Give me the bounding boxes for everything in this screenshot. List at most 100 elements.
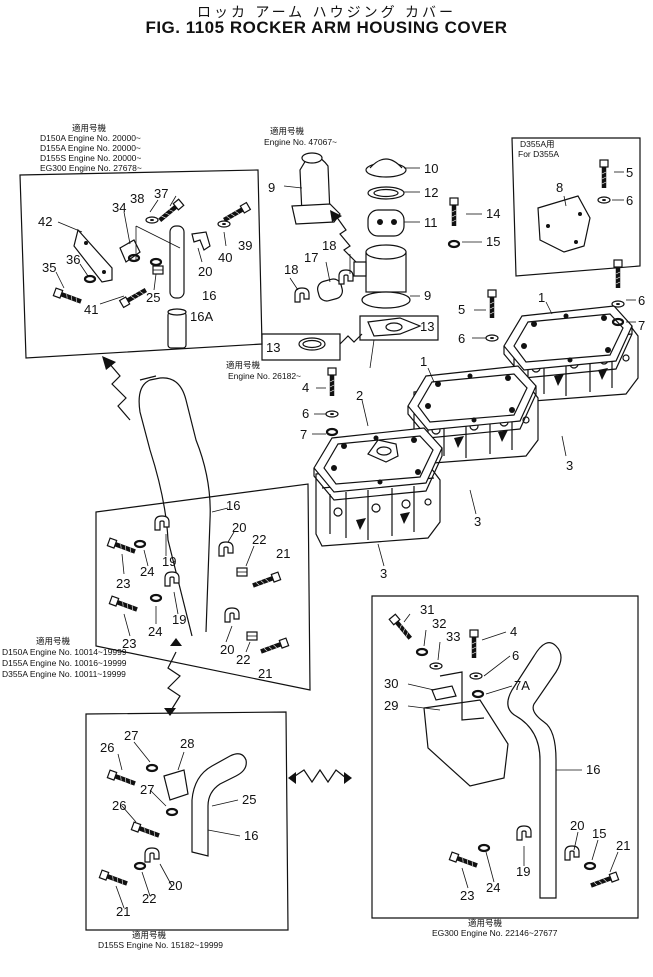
callout-6: 6 — [626, 193, 633, 208]
svg-text:D155S Engine No. 15182~19999: D155S Engine No. 15182~19999 — [98, 940, 223, 950]
svg-text:適用号機: 適用号機 — [36, 636, 71, 646]
japanese-title: ロッカ アーム ハウジング カバー — [196, 5, 457, 21]
callout-34: 34 — [112, 200, 126, 215]
svg-text:D150A Engine No. 20000~: D150A Engine No. 20000~ — [40, 133, 141, 143]
callout-7A: 7A — [514, 678, 530, 693]
callout-9: 9 — [268, 180, 275, 195]
cover-plate-part — [537, 195, 591, 253]
svg-text:EG300 Engine No. 22146~27677: EG300 Engine No. 22146~27677 — [432, 928, 558, 938]
svg-text:適用号機: 適用号機 — [72, 123, 107, 133]
callout-4b: 4 — [510, 624, 517, 639]
svg-text:適用号機: 適用号機 — [132, 930, 167, 940]
leader-lines — [55, 167, 636, 909]
callout-21: 21 — [276, 546, 290, 561]
callout-24: 24 — [140, 564, 154, 579]
callout-6b: 6 — [638, 293, 645, 308]
applicable-engines-note-gasket: 適用号機 Engine No. 26182~ — [226, 360, 301, 381]
d355a-note: D355A用 For D355A — [518, 139, 559, 159]
applicable-engines-note-top-left: 適用号機 D150A Engine No. 20000~ D155A Engin… — [40, 123, 142, 173]
rocker-arm-covers — [313, 260, 639, 547]
callout-19: 19 — [162, 554, 176, 569]
callout-11: 11 — [424, 215, 438, 230]
callout-3c: 3 — [380, 566, 387, 581]
callout-1: 1 — [538, 290, 545, 305]
callout-25b: 25 — [242, 792, 256, 807]
callout-27b: 27 — [140, 782, 154, 797]
bottom-right-inset: 適用号機 EG300 Engine No. 22146~27677 — [371, 595, 639, 938]
callout-16d: 16 — [586, 762, 600, 777]
callout-27: 27 — [124, 728, 138, 743]
callout-19c: 19 — [516, 864, 530, 879]
callout-26b: 26 — [112, 798, 126, 813]
zigzag-connector — [107, 361, 131, 421]
callout-20e: 20 — [570, 818, 584, 833]
callout-20: 20 — [198, 264, 212, 279]
callout-30: 30 — [384, 676, 398, 691]
callout-10: 10 — [424, 161, 438, 176]
callout-23c: 23 — [460, 888, 474, 903]
callout-38: 38 — [130, 191, 144, 206]
callout-16b: 16 — [226, 498, 240, 513]
oil-pipe — [138, 377, 211, 637]
bracket-eg300 — [423, 699, 509, 787]
callout-18b: 18 — [284, 262, 298, 277]
callout-16: 16 — [202, 288, 216, 303]
zigzag-connector-3 — [291, 768, 347, 784]
callout-23b: 23 — [122, 636, 136, 651]
callout-33: 33 — [446, 629, 460, 644]
callout-4: 4 — [302, 380, 309, 395]
callout-18: 18 — [322, 238, 336, 253]
callout-6d: 6 — [302, 406, 309, 421]
callout-7: 7 — [638, 318, 645, 333]
bottom-left-inset: 適用号機 D155S Engine No. 15182~19999 — [85, 711, 289, 950]
breather-assembly: 適用号機 Engine No. 47067~ — [226, 126, 459, 381]
callout-29: 29 — [384, 698, 398, 713]
callout-5: 5 — [626, 165, 633, 180]
svg-text:適用号機: 適用号機 — [270, 126, 305, 136]
callout-3b: 3 — [474, 514, 481, 529]
sleeve-part — [167, 311, 187, 349]
callout-15: 15 — [486, 234, 500, 249]
callout-40: 40 — [218, 250, 232, 265]
applicable-engines-note-bottom-left: 適用号機 D155S Engine No. 15182~19999 — [98, 930, 223, 950]
svg-text:D355A Engine No. 10011~19999: D355A Engine No. 10011~19999 — [2, 669, 126, 679]
svg-text:D155S Engine No. 20000~: D155S Engine No. 20000~ — [40, 153, 141, 163]
applicable-engines-note-top-center: 適用号機 Engine No. 47067~ — [264, 126, 337, 147]
callout-22c: 22 — [142, 891, 156, 906]
d355a-inset: D355A用 For D355A — [511, 137, 641, 277]
callout-7b: 7 — [300, 427, 307, 442]
svg-text:Engine No. 26182~: Engine No. 26182~ — [228, 371, 301, 381]
middle-left-inset: 適用号機 D150A Engine No. 10014~19999 D155A … — [2, 483, 311, 691]
callout-15b: 15 — [592, 826, 606, 841]
callout-42: 42 — [38, 214, 52, 229]
svg-text:適用号機: 適用号機 — [468, 918, 503, 928]
callout-14: 14 — [486, 206, 500, 221]
callout-32: 32 — [432, 616, 446, 631]
callout-21d: 21 — [616, 838, 630, 853]
bracket-part — [73, 228, 113, 283]
callout-36: 36 — [66, 252, 80, 267]
applicable-engines-note-bottom-right: 適用号機 EG300 Engine No. 22146~27677 — [432, 918, 558, 938]
top-left-inset: 適用号機 D150A Engine No. 20000~ D155A Engin… — [19, 123, 263, 359]
callout-23: 23 — [116, 576, 130, 591]
svg-text:EG300 Engine No. 27678~: EG300 Engine No. 27678~ — [40, 163, 142, 173]
callout-2: 2 — [356, 388, 363, 403]
plate-part — [119, 239, 141, 263]
callout-1b: 1 — [420, 354, 427, 369]
svg-text:Engine No. 47067~: Engine No. 47067~ — [264, 137, 337, 147]
applicable-engines-note-mid: 適用号機 D150A Engine No. 10014~19999 D155A … — [2, 636, 127, 679]
pipe-part — [169, 225, 185, 299]
svg-text:For D355A: For D355A — [518, 149, 559, 159]
pipe-part-lower — [191, 753, 247, 857]
callout-41: 41 — [84, 302, 98, 317]
callout-16c: 16 — [244, 828, 258, 843]
svg-text:D150A Engine No. 10014~19999: D150A Engine No. 10014~19999 — [2, 647, 127, 657]
callout-6c: 6 — [458, 331, 465, 346]
callout-35: 35 — [42, 260, 56, 275]
callout-labels: 42 38 37 34 36 35 41 25 16 16A 20 40 39 … — [38, 161, 645, 919]
callout-13: 13 — [420, 319, 434, 334]
callout-24c: 24 — [486, 880, 500, 895]
callout-8: 8 — [556, 180, 563, 195]
callout-12: 12 — [424, 185, 438, 200]
